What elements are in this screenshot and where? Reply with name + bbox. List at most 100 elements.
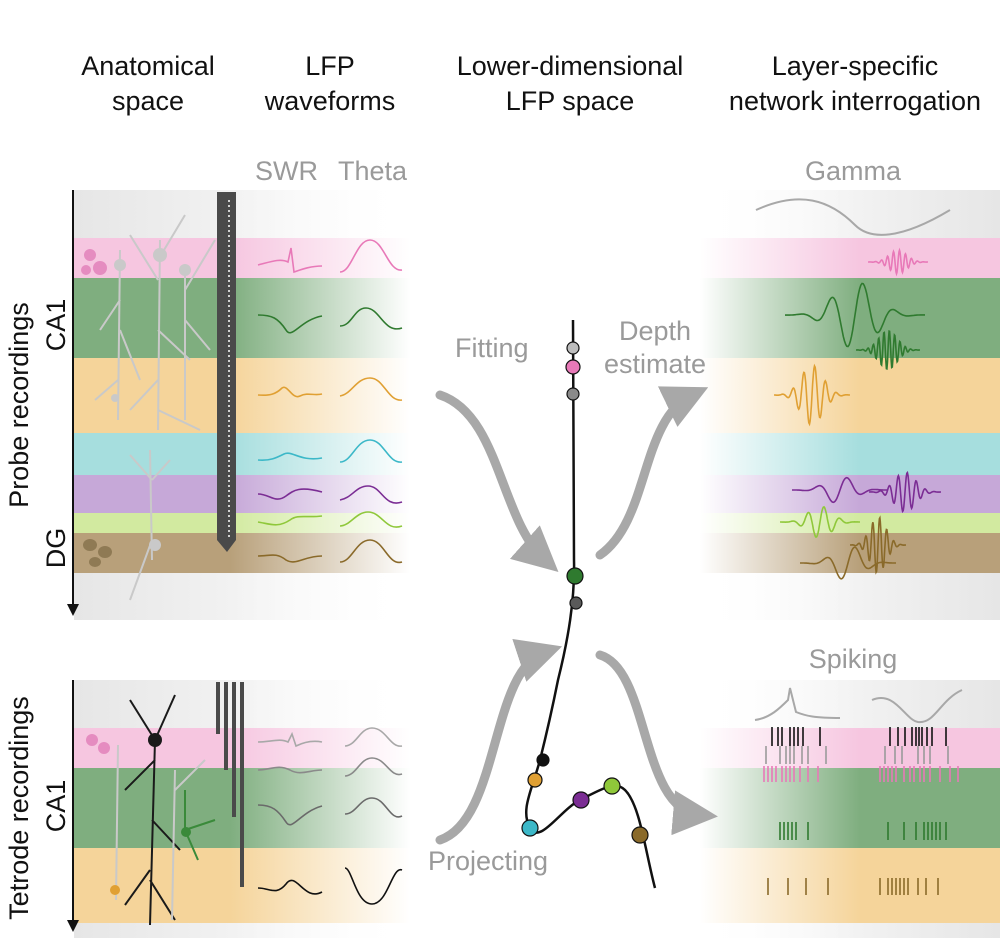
probe-panel-left (67, 190, 410, 620)
orange-neuron-soma (110, 885, 120, 895)
probe-panel-fade (230, 190, 410, 620)
swr-waveform-tetrode-3 (257, 804, 323, 826)
point-pink (565, 359, 581, 375)
spiking-label: Spiking (809, 644, 898, 674)
lfp-waveforms-probe (257, 239, 403, 564)
tetrode-panel-right (700, 680, 1000, 938)
swr-waveform-cyan (257, 452, 323, 461)
pink-cell-bodies-tetrode (86, 734, 110, 754)
gamma-burst-green-slow (785, 282, 925, 348)
theta-waveform-green (339, 307, 403, 330)
tetrode-panel-fade (230, 680, 410, 938)
swr-waveform-purple (257, 488, 323, 500)
black-neuron-soma (148, 733, 162, 747)
probe-recordings-label: Probe recordings (4, 302, 34, 508)
dg-label: DG (41, 528, 71, 569)
silicon-probe (217, 192, 236, 552)
point-cyan (521, 819, 539, 837)
process-arrows (435, 386, 718, 845)
gamma-burst-purple-fast (869, 470, 941, 514)
point-grey-1 (566, 341, 580, 355)
gamma-burst-lime (780, 505, 860, 539)
gamma-burst-brown-fast (850, 515, 906, 575)
header-layer-line1: Layer-specific (772, 51, 939, 81)
gamma-waveforms (774, 247, 941, 580)
theta-reference-waveform (755, 198, 951, 236)
header-lower-line1: Lower-dimensional (457, 51, 684, 81)
projecting-arrow (435, 639, 563, 845)
point-grey-2 (566, 387, 580, 401)
swr-waveform-brown (257, 554, 323, 563)
green-neuron-soma (181, 827, 191, 837)
point-lime (603, 777, 621, 795)
spike-rasters (763, 727, 959, 895)
theta-waveform-tetrode-4 (344, 867, 403, 905)
point-orange (527, 772, 543, 788)
header-lower-line2: LFP space (506, 86, 635, 116)
gamma-label: Gamma (805, 156, 902, 186)
theta-waveform-tetrode-3 (344, 797, 403, 818)
tetrode-panel-left (67, 680, 410, 938)
projecting-label: Projecting (428, 846, 548, 876)
spike-row-brown (767, 878, 939, 895)
column-headers: Anatomical space LFP waveforms Lower-dim… (81, 51, 981, 116)
depth-label-line1: Depth (619, 316, 691, 346)
theta-label: Theta (338, 156, 408, 186)
header-anatomical-line2: space (112, 86, 184, 116)
lfp-manifold-curve (525, 319, 657, 889)
gamma-burst-orange (774, 363, 850, 427)
point-purple (572, 791, 590, 809)
lfp-waveforms-tetrode (257, 727, 403, 905)
theta-waveform-cyan (339, 439, 403, 463)
neuron-sketch-tetrode-grey (115, 744, 206, 921)
spiking-arrow (595, 650, 718, 836)
point-brown (631, 826, 649, 844)
theta-waveform-tetrode-2 (344, 757, 403, 777)
neuron-sketch-probe (94, 214, 216, 601)
swr-label: SWR (255, 156, 318, 186)
gamma-burst-purple-slow (792, 476, 888, 504)
spike-row-grey (765, 746, 949, 764)
pink-cell-bodies (81, 249, 107, 275)
swr-waveform-tetrode-1 (257, 731, 323, 748)
spike-row-green (779, 822, 947, 840)
neuron-somas-probe (111, 248, 191, 551)
gamma-burst-pink (868, 247, 928, 277)
depth-estimate-arrow (595, 386, 709, 560)
point-green (566, 567, 584, 585)
swr-waveform-pink (257, 247, 323, 274)
swr-waveform-tetrode-2 (257, 766, 323, 774)
ca1-label-bottom: CA1 (41, 780, 71, 833)
swr-waveform-lime (257, 515, 323, 526)
right-probe-fade (700, 190, 860, 620)
swr-reference-waveform (754, 687, 841, 721)
tetrode-recordings-label: Tetrode recordings (4, 696, 34, 920)
theta-waveform-pink (339, 239, 403, 273)
spike-row-black (771, 727, 947, 746)
theta-waveform-brown (339, 539, 403, 564)
depth-label-line2: estimate (604, 349, 706, 379)
theta-waveform-purple (339, 485, 403, 504)
tetrode-wires (216, 682, 244, 887)
swr-waveform-orange (257, 386, 323, 398)
theta-waveform-orange (339, 377, 403, 401)
gamma-burst-green-fast (856, 329, 920, 371)
header-lfp-line2: waveforms (264, 86, 396, 116)
point-black (536, 753, 550, 767)
theta-waveform-tetrode-1 (344, 727, 403, 747)
dg-granule-cells (83, 539, 112, 567)
probe-panel-right (700, 190, 1000, 620)
fitting-label: Fitting (455, 333, 529, 363)
spike-row-pink (763, 766, 959, 782)
theta-waveform-lime (339, 511, 403, 528)
point-grey-3 (569, 596, 583, 610)
fitting-arrow (435, 390, 559, 572)
gamma-burst-brown-slow (800, 546, 896, 580)
header-lfp-line1: LFP (305, 51, 355, 81)
manifold-points (521, 341, 649, 844)
swr-waveform-green (257, 314, 323, 334)
header-layer-line2: network interrogation (729, 86, 981, 116)
swr-waveform-tetrode-4 (257, 879, 323, 895)
neuron-sketch-tetrode (124, 694, 181, 926)
